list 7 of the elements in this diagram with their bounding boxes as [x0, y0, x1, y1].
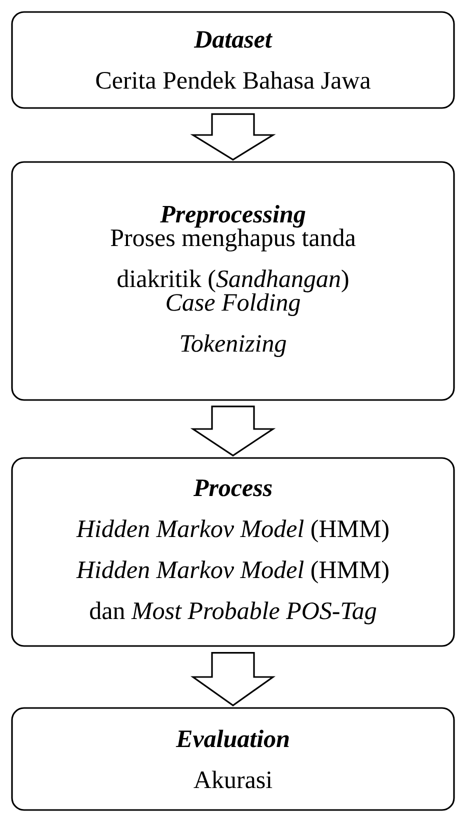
process-box: Preprocessing Proses menghapus tanda diakritik (Sandhangan) Case Folding Tokenizing	[11, 161, 455, 401]
block-arrow	[190, 406, 276, 456]
block-arrow	[190, 113, 276, 161]
process-box: Dataset Cerita Pendek Bahasa Jawa	[11, 11, 455, 109]
process-box: Process Hidden Markov Model (HMM) Hidden Markov Model (HMM) dan Most Probable POS-Tag	[11, 457, 455, 647]
block-arrow	[190, 652, 276, 706]
process-box: Evaluation Akurasi	[11, 707, 455, 811]
